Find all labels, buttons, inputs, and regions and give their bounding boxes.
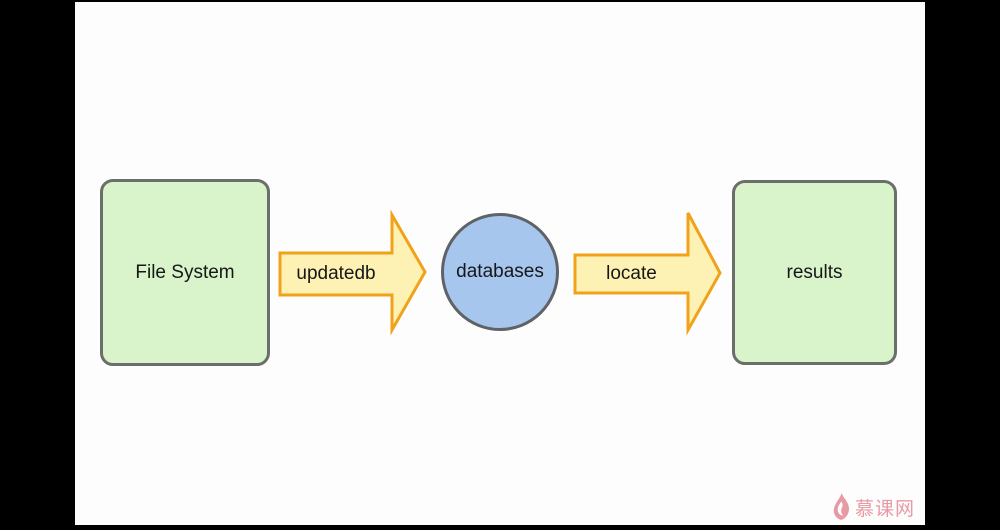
- letterbox-left-bar: [0, 0, 75, 530]
- arrow-locate-text: locate: [606, 263, 657, 284]
- arrow-locate-label: locate: [575, 255, 688, 293]
- arrow-updatedb-text: updatedb: [296, 263, 376, 284]
- arrow-locate-shape: [573, 212, 722, 336]
- arrow-updatedb-shape: [278, 209, 427, 336]
- node-results-label: results: [786, 261, 843, 283]
- letterbox-top-line: [0, 0, 1000, 2]
- node-file-system-label: File System: [135, 261, 235, 283]
- arrow-locate: [573, 212, 722, 336]
- node-file-system: File System: [100, 179, 270, 366]
- letterbox-right-bar: [925, 0, 1000, 530]
- arrow-updatedb-label: updatedb: [280, 253, 392, 295]
- arrow-updatedb: [278, 209, 427, 336]
- watermark: 慕课网: [831, 492, 915, 522]
- node-databases-label: databases: [456, 261, 544, 282]
- flame-icon: [833, 493, 849, 520]
- node-databases: databases: [441, 213, 559, 331]
- watermark-text: 慕课网: [855, 497, 916, 520]
- node-results: results: [732, 180, 897, 365]
- flame-icon-path: [833, 493, 849, 520]
- letterbox-bottom-bar: [0, 525, 1000, 530]
